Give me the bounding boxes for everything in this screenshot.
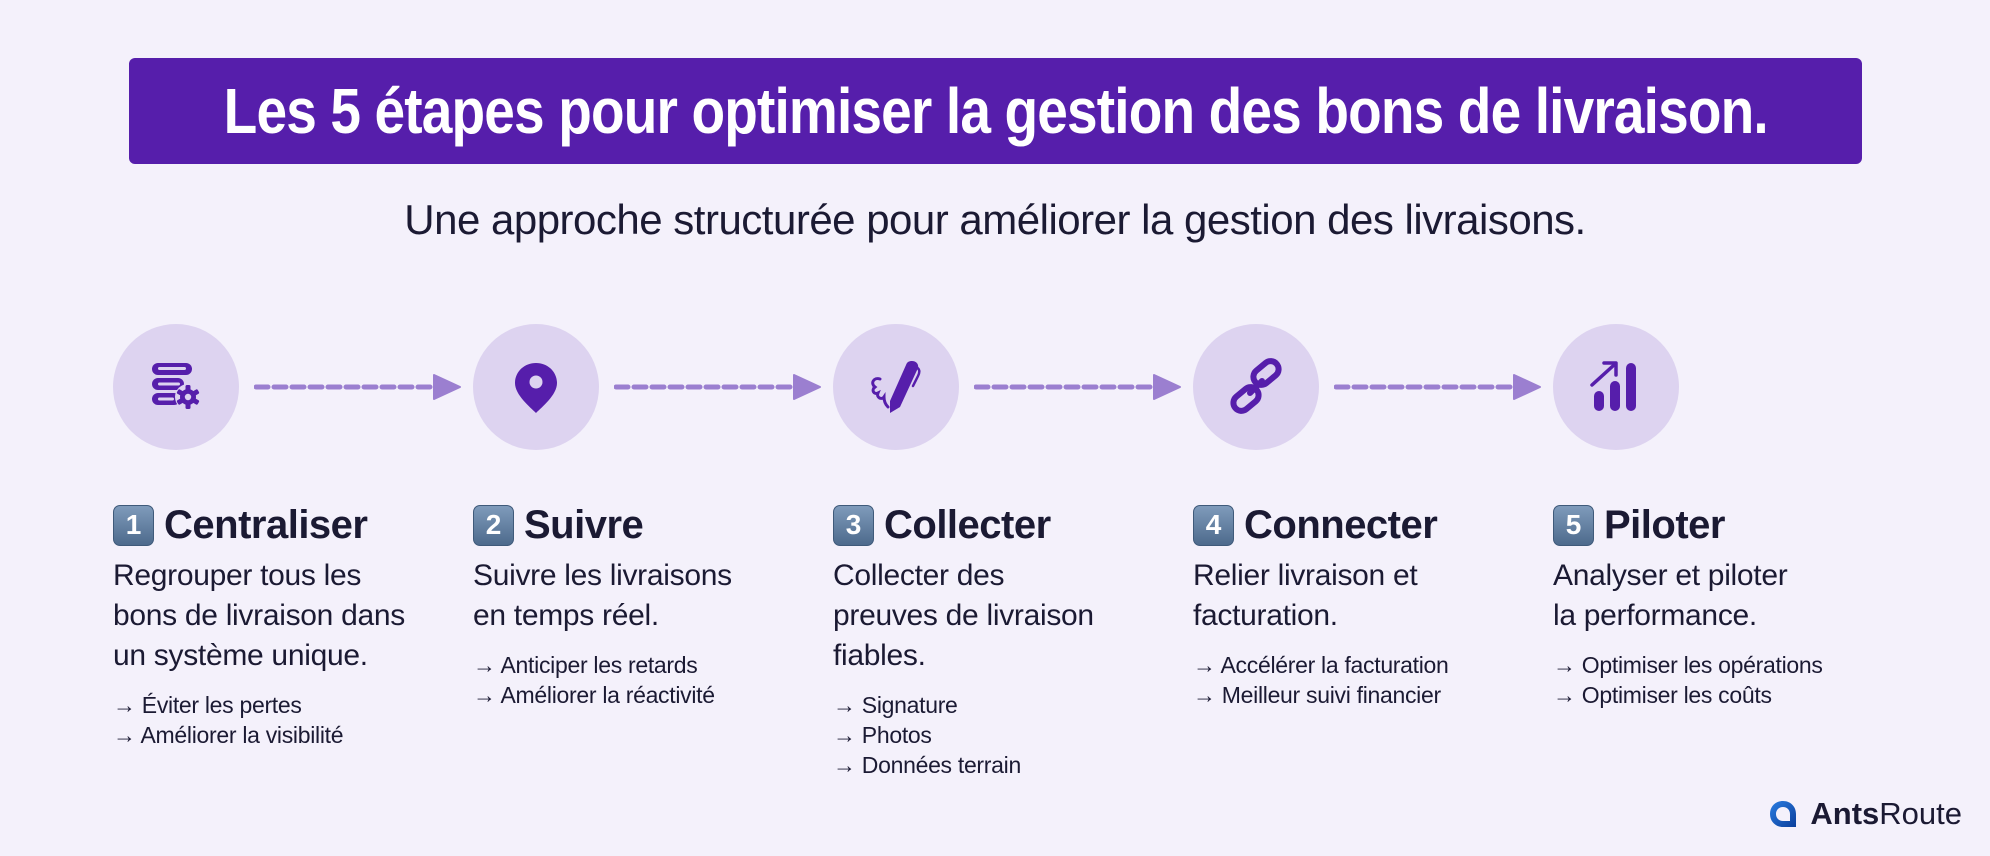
page-subtitle: Une approche structurée pour améliorer l… <box>404 196 1586 243</box>
logo-text-bold: Ants <box>1810 796 1880 831</box>
arrow-3-to-4 <box>974 374 1181 400</box>
logo-text-light: Route <box>1879 796 1962 831</box>
step-4-icon-circle <box>1193 324 1319 450</box>
step-1-icon-circle <box>113 324 239 450</box>
benefit-item: → Éviter les pertes <box>113 692 302 718</box>
step-5-icon-circle <box>1553 324 1679 450</box>
signature-pen-icon <box>871 361 921 413</box>
step-title: Connecter <box>1244 502 1438 547</box>
step-benefits: → Optimiser les opérations → Optimiser l… <box>1553 650 1883 710</box>
step-title: Suivre <box>524 502 644 547</box>
step-number-badge: 5 <box>1553 504 1594 546</box>
benefit-item: → Améliorer la visibilité <box>113 722 344 748</box>
benefit-item: → Accélérer la facturation <box>1193 652 1449 678</box>
step-2-icon-circle <box>473 324 599 450</box>
arrow-2-to-3 <box>614 374 821 400</box>
chart-growth-icon <box>1590 361 1636 411</box>
benefit-item: → Anticiper les retards <box>473 652 698 678</box>
step-number-badge: 4 <box>1193 504 1234 546</box>
benefit-item: → Données terrain <box>833 752 1021 778</box>
step-description: Analyser et piloter la performance. <box>1553 559 1788 632</box>
step-description: Regrouper tous les bons de livraison dan… <box>113 559 405 672</box>
step-title: Centraliser <box>164 502 368 547</box>
database-gear-icon <box>152 363 201 410</box>
arrow-4-to-5 <box>1334 374 1541 400</box>
step-4: 4 Connecter Relier livraison et facturat… <box>1193 502 1523 710</box>
link-icon <box>1230 358 1282 414</box>
page-title: Les 5 étapes pour optimiser la gestion d… <box>223 75 1768 147</box>
title-banner: Les 5 étapes pour optimiser la gestion d… <box>129 58 1862 164</box>
step-title: Collecter <box>884 502 1051 547</box>
step-1: 1 Centraliser Regrouper tous les bons de… <box>113 502 443 750</box>
benefit-item: → Meilleur suivi financier <box>1193 682 1441 708</box>
antsroute-logo: Ants Route <box>1768 796 1962 832</box>
step-number-badge: 2 <box>473 504 514 546</box>
benefit-item: → Optimiser les opérations <box>1553 652 1823 678</box>
step-benefits: → Accélérer la facturation → Meilleur su… <box>1193 650 1523 710</box>
step-number-badge: 3 <box>833 504 874 546</box>
step-benefits: → Anticiper les retards → Améliorer la r… <box>473 650 803 710</box>
step-3-icon-circle <box>833 324 959 450</box>
benefit-item: → Photos <box>833 722 932 748</box>
step-number-badge: 1 <box>113 504 154 546</box>
step-5: 5 Piloter Analyser et piloter la perform… <box>1553 502 1883 710</box>
location-pin-icon <box>515 363 557 413</box>
step-2: 2 Suivre Suivre les livraisons en temps … <box>473 502 803 710</box>
step-description: Collecter des preuves de livraison fiabl… <box>833 559 1094 672</box>
step-benefits: → Signature → Photos → Données terrain <box>833 690 1163 780</box>
benefit-item: → Améliorer la réactivité <box>473 682 715 708</box>
benefit-item: → Signature <box>833 692 958 718</box>
step-description: Suivre les livraisons en temps réel. <box>473 559 732 632</box>
step-title: Piloter <box>1604 502 1725 547</box>
arrow-1-to-2 <box>254 374 461 400</box>
step-benefits: → Éviter les pertes → Améliorer la visib… <box>113 690 443 750</box>
step-description: Relier livraison et facturation. <box>1193 559 1418 632</box>
step-3: 3 Collecter Collecter des preuves de liv… <box>833 502 1163 780</box>
antsroute-logo-icon <box>1770 801 1797 827</box>
benefit-item: → Optimiser les coûts <box>1553 682 1772 708</box>
